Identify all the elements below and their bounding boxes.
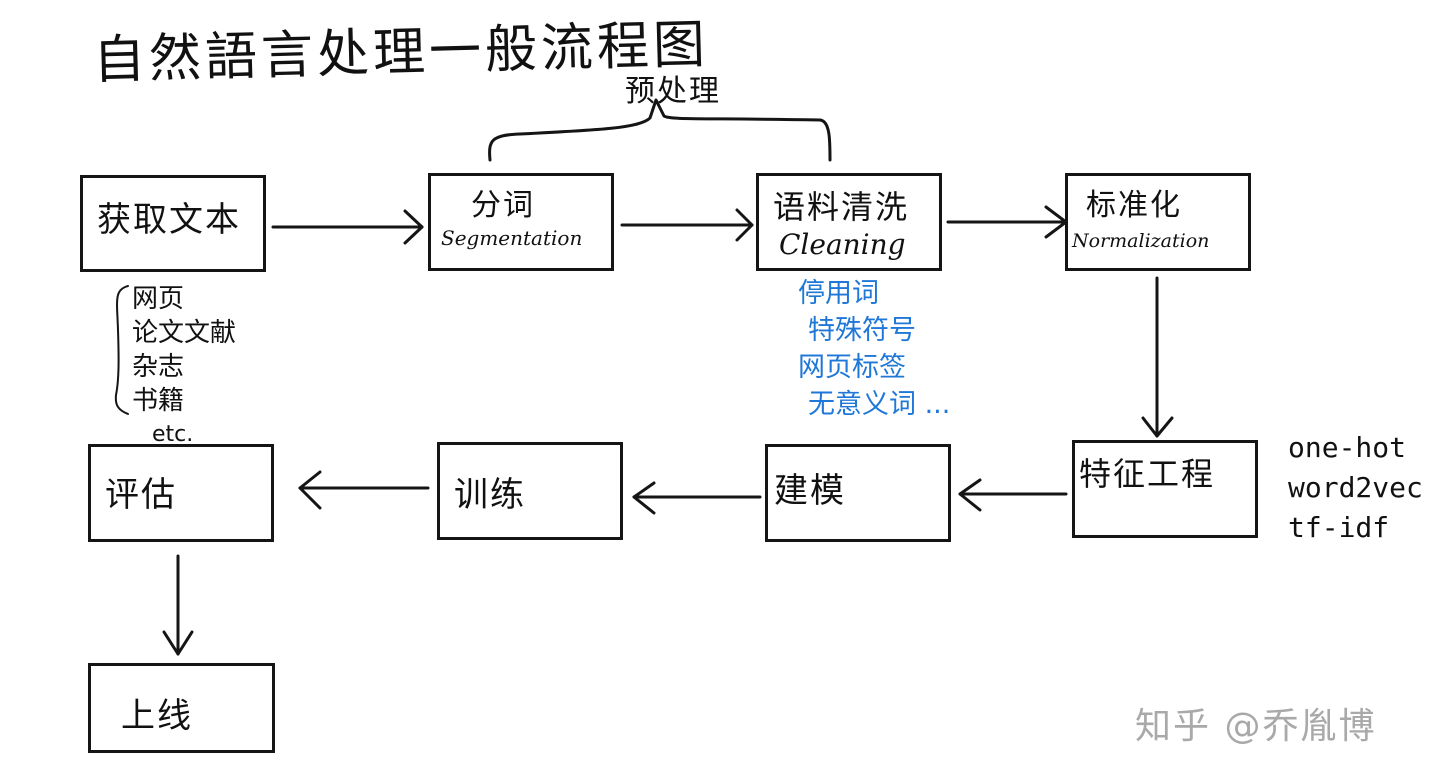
text-source-item: etc. xyxy=(152,422,194,447)
text-sources-brace xyxy=(114,285,129,415)
arrow-cleaning-to-normalization xyxy=(946,205,1068,239)
preprocessing-bracket xyxy=(488,98,832,162)
step-label-en: Normalization xyxy=(1072,230,1210,252)
cleaning-item: 特殊符号 xyxy=(808,315,916,346)
arrow-training-to-evaluation xyxy=(298,470,430,510)
cleaning-item: 停用词 xyxy=(798,278,879,309)
feature-method-item: tf-idf xyxy=(1288,511,1390,544)
feature-method-item: word2vec xyxy=(1288,471,1423,504)
step-label-zh: 语料清洗 xyxy=(773,188,910,226)
arrow-acquire-to-segmentation xyxy=(271,209,424,245)
text-source-item: 网页 xyxy=(132,284,185,314)
arrow-normalization-to-feature-engineering xyxy=(1141,276,1174,438)
step-label-zh: 建模 xyxy=(774,471,846,511)
text-source-item: 论文文献 xyxy=(132,318,237,348)
step-label-zh: 训练 xyxy=(454,475,526,515)
text-source-item: 杂志 xyxy=(132,352,185,382)
step-modeling: 建模 xyxy=(765,444,951,542)
preprocessing-group-label: 预处理 xyxy=(625,74,721,109)
text-source-item: 书籍 xyxy=(132,386,185,416)
step-label-zh: 特征工程 xyxy=(1079,455,1216,493)
step-label-zh: 分词 xyxy=(471,188,535,223)
watermark: 知乎 @乔胤博 xyxy=(1135,706,1377,747)
step-feature-engineering: 特征工程 xyxy=(1072,440,1258,538)
feature-method-item: one-hot xyxy=(1288,431,1407,464)
arrow-modeling-to-training xyxy=(632,481,762,515)
cleaning-item: 网页标签 xyxy=(798,352,906,383)
arrow-evaluation-to-deployment xyxy=(162,554,194,656)
step-segmentation: 分词 Segmentation xyxy=(428,173,614,271)
arrow-segmentation-to-cleaning xyxy=(620,208,754,242)
step-label-en: Segmentation xyxy=(441,226,583,250)
step-training: 训练 xyxy=(437,442,623,540)
step-normalization: 标准化 Normalization xyxy=(1065,173,1251,271)
cleaning-items-list: 停用词 特殊符号 网页标签 无意义词 ... xyxy=(798,275,950,423)
text-sources-list: 网页 论文文献 杂志 书籍 etc. xyxy=(132,282,236,452)
step-evaluation: 评估 xyxy=(88,444,274,542)
step-label-zh: 标准化 xyxy=(1086,188,1182,223)
step-deployment: 上线 xyxy=(88,663,275,753)
cleaning-item: 无意义词 ... xyxy=(808,389,951,420)
step-label-en: Cleaning xyxy=(779,228,906,261)
feature-methods-list: one-hot word2vec tf-idf xyxy=(1288,428,1423,548)
arrow-feature-engineering-to-modeling xyxy=(958,478,1068,512)
step-acquire-text: 获取文本 xyxy=(80,175,266,272)
step-label-zh: 评估 xyxy=(105,475,177,515)
step-cleaning: 语料清洗 Cleaning xyxy=(756,173,942,271)
step-label-zh: 获取文本 xyxy=(97,200,241,240)
step-label-zh: 上线 xyxy=(121,696,193,736)
